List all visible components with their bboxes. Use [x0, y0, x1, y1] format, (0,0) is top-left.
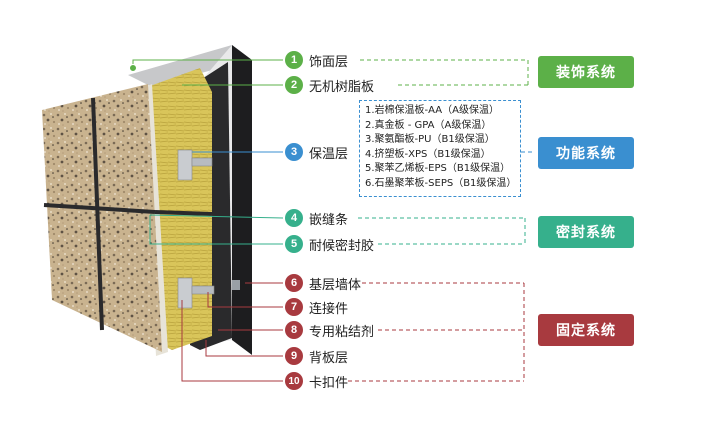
- base-wall-face: [232, 45, 252, 355]
- joint-vertical: [91, 97, 104, 331]
- badge-sealing-system: 密封系统: [538, 216, 634, 248]
- insulation-type-item: 5.聚苯乙烯板-EPS（B1级保温）: [365, 163, 511, 175]
- badge-decoration-system: 装饰系统: [538, 56, 634, 88]
- callout-joint-strip: 4 嵌缝条: [285, 208, 348, 228]
- callout-label: 保温层: [309, 146, 349, 162]
- insulation-type-item: 2.真金板 - GPA（A级保温）: [365, 119, 492, 131]
- callout-label: 基层墙体: [309, 277, 362, 293]
- insulation-type-item: 6.石墨聚苯板-SEPS（B1级保温）: [365, 177, 517, 189]
- callout-sealant: 5 耐候密封胶: [285, 234, 374, 254]
- callout-resin-board: 2 无机树脂板: [285, 75, 374, 95]
- callout-label: 无机树脂板: [309, 79, 375, 95]
- finish-panel: [42, 84, 162, 352]
- insulation-layer: [150, 68, 212, 350]
- callout-label: 连接件: [309, 301, 349, 317]
- callout-insulation-layer: 3 保温层: [285, 142, 348, 162]
- callout-adhesive: 8 专用粘结剂: [285, 320, 374, 340]
- callout-label: 专用粘结剂: [309, 324, 375, 340]
- callout-connector: 7 连接件: [285, 297, 348, 317]
- callout-number: 8: [285, 321, 303, 339]
- callout-number: 1: [285, 51, 303, 69]
- callout-label: 饰面层: [309, 54, 349, 70]
- callout-label: 卡扣件: [309, 375, 349, 391]
- callout-label: 背板层: [309, 350, 349, 366]
- insulation-type-item: 4.挤塑板-XPS（B1级保温）: [365, 148, 491, 160]
- insulation-type-item: 3.聚氨酯板-PU（B1级保温）: [365, 134, 495, 146]
- callout-number: 2: [285, 76, 303, 94]
- badge-fixing-system: 固定系统: [538, 314, 634, 346]
- callout-number: 9: [285, 347, 303, 365]
- callout-clip: 10 卡扣件: [285, 371, 348, 391]
- callout-number: 3: [285, 143, 303, 161]
- callout-number: 4: [285, 209, 303, 227]
- callout-number: 10: [285, 372, 303, 390]
- callout-number: 5: [285, 235, 303, 253]
- insulation-type-item: 1.岩棉保温板-AA（A级保温）: [365, 105, 499, 116]
- callout-number: 7: [285, 298, 303, 316]
- insulation-types-box: 1.岩棉保温板-AA（A级保温） 2.真金板 - GPA（A级保温） 3.聚氨酯…: [359, 100, 521, 197]
- base-wall-top: [128, 45, 252, 86]
- callout-base-wall: 6 基层墙体: [285, 273, 361, 293]
- callout-label: 嵌缝条: [309, 212, 349, 228]
- badge-function-system: 功能系统: [538, 137, 634, 169]
- callout-label: 耐候密封胶: [309, 238, 375, 254]
- callout-number: 6: [285, 274, 303, 292]
- callout-back-plate: 9 背板层: [285, 346, 348, 366]
- connector-upper: [177, 149, 213, 181]
- joint-horizontal: [43, 203, 156, 214]
- callout-finish-layer: 1 饰面层: [285, 50, 348, 70]
